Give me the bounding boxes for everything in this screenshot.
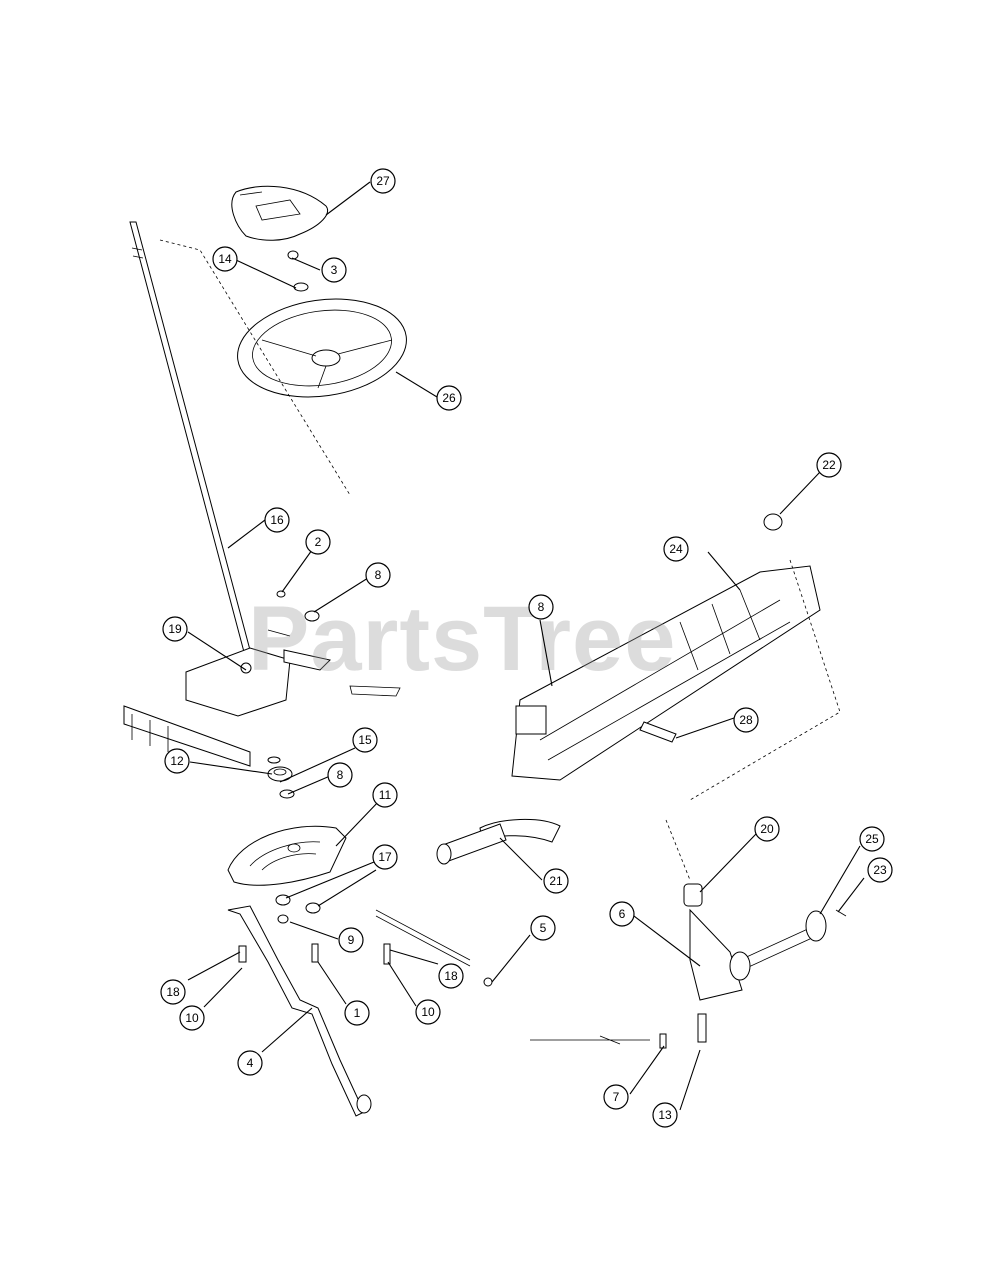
- svg-text:17: 17: [378, 850, 392, 864]
- callout-3: 3: [321, 257, 347, 283]
- callout-8-axle: 8: [528, 594, 554, 620]
- svg-text:3: 3: [331, 263, 338, 277]
- svg-text:27: 27: [376, 174, 390, 188]
- svg-text:9: 9: [348, 933, 355, 947]
- svg-text:21: 21: [549, 874, 563, 888]
- callout-28: 28: [733, 707, 759, 733]
- steering-bracket-part: [185, 629, 401, 717]
- svg-text:8: 8: [538, 600, 545, 614]
- svg-text:8: 8: [375, 568, 382, 582]
- callout-21: 21: [543, 868, 569, 894]
- svg-text:18: 18: [444, 969, 458, 983]
- spindle-assembly-part: [530, 819, 847, 1049]
- lock-nut-part: [279, 789, 295, 799]
- callout-4: 4: [237, 1050, 263, 1076]
- callout-15: 15: [352, 727, 378, 753]
- callout-18-left: 18: [160, 979, 186, 1005]
- callout-7: 7: [603, 1084, 629, 1110]
- callout-16: 16: [264, 507, 290, 533]
- axle-bolt-part: [639, 721, 677, 743]
- svg-text:16: 16: [270, 513, 284, 527]
- callout-22: 22: [816, 452, 842, 478]
- callout-26: 26: [436, 385, 462, 411]
- svg-text:18: 18: [166, 985, 180, 999]
- steering-wheel-part: [159, 239, 407, 496]
- svg-text:13: 13: [658, 1108, 672, 1122]
- svg-text:5: 5: [540, 921, 547, 935]
- hex-nut-part: [287, 250, 299, 260]
- svg-text:11: 11: [379, 788, 392, 802]
- washer-part: [293, 282, 309, 292]
- callout-23: 23: [867, 857, 893, 883]
- svg-text:24: 24: [669, 542, 683, 556]
- svg-text:22: 22: [822, 458, 836, 472]
- callout-8-upper: 8: [365, 562, 391, 588]
- frame-bracket-part: [123, 705, 251, 767]
- callout-8-middle: 8: [327, 762, 353, 788]
- axle-cap-part: [763, 513, 783, 531]
- svg-text:14: 14: [218, 252, 232, 266]
- callout-25: 25: [859, 826, 885, 852]
- callout-1: 1: [344, 1000, 370, 1026]
- svg-text:25: 25: [865, 832, 879, 846]
- svg-text:15: 15: [358, 733, 372, 747]
- tie-rod-part: [375, 909, 493, 987]
- callout-13: 13: [652, 1102, 678, 1128]
- callout-14: 14: [212, 246, 238, 272]
- svg-text:28: 28: [739, 713, 753, 727]
- sector-gear-part: [227, 825, 347, 886]
- bolt-part: [238, 943, 391, 965]
- bushing-part: [276, 590, 286, 598]
- callout-10-left: 10: [179, 1005, 205, 1031]
- svg-text:10: 10: [421, 1005, 435, 1019]
- callout-27: 27: [370, 168, 396, 194]
- callout-5: 5: [530, 915, 556, 941]
- svg-text:12: 12: [170, 754, 184, 768]
- svg-text:26: 26: [442, 391, 456, 405]
- flange-nut-part: [304, 610, 320, 622]
- callout-2: 2: [305, 529, 331, 555]
- svg-text:10: 10: [185, 1011, 199, 1025]
- callout-6: 6: [609, 901, 635, 927]
- svg-text:8: 8: [337, 768, 344, 782]
- svg-text:20: 20: [760, 822, 774, 836]
- callout-24: 24: [663, 536, 689, 562]
- svg-text:1: 1: [354, 1006, 361, 1020]
- watermark: PartsTree: [248, 588, 676, 690]
- nut-part: [275, 894, 321, 924]
- drag-link-part: [227, 905, 372, 1117]
- svg-text:23: 23: [873, 863, 887, 877]
- callout-20: 20: [754, 816, 780, 842]
- svg-text:4: 4: [247, 1056, 254, 1070]
- spindle-bolt-part: [436, 823, 507, 865]
- bearing-part: [267, 766, 293, 782]
- callout-10-right: 10: [415, 999, 441, 1025]
- callout-17: 17: [372, 844, 398, 870]
- svg-text:6: 6: [619, 907, 626, 921]
- callout-12: 12: [164, 748, 190, 774]
- svg-text:19: 19: [168, 622, 182, 636]
- callout-9: 9: [338, 927, 364, 953]
- callout-19: 19: [162, 616, 188, 642]
- steering-wheel-cap-part: [231, 185, 328, 241]
- leader-lines: [187, 181, 865, 1111]
- svg-text:2: 2: [315, 535, 322, 549]
- callout-11: 11: [372, 782, 398, 808]
- svg-text:7: 7: [613, 1090, 620, 1104]
- steering-shaft-part: [129, 221, 251, 653]
- callout-18-right: 18: [438, 963, 464, 989]
- spacer-part: [267, 756, 281, 764]
